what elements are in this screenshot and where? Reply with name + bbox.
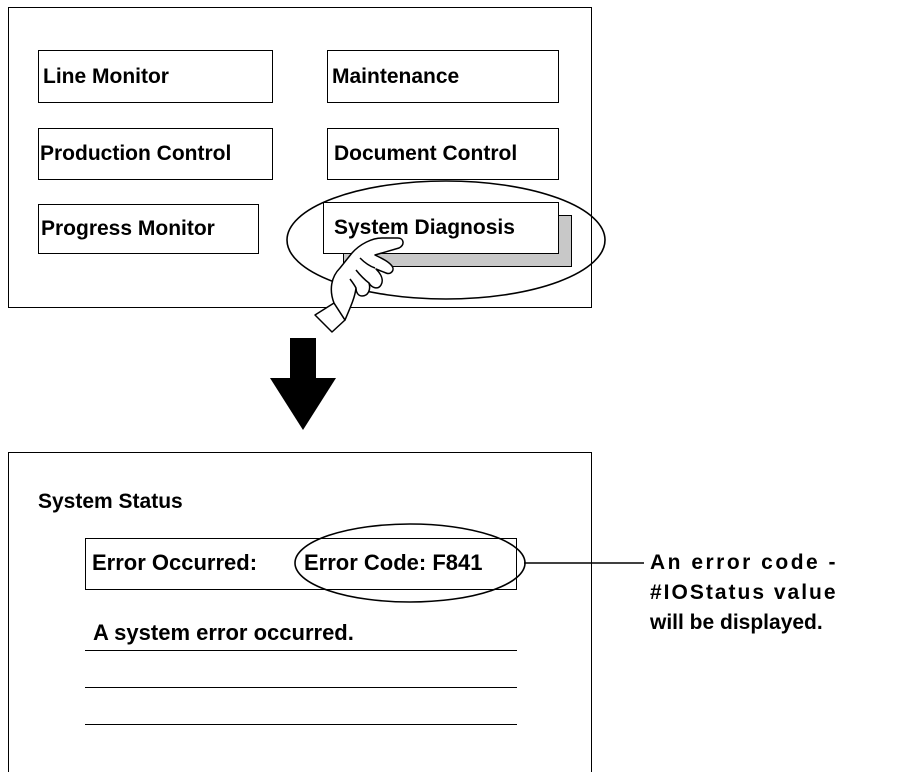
maintenance-button[interactable]: Maintenance bbox=[327, 50, 559, 103]
status-screen bbox=[8, 452, 592, 772]
down-arrow-icon bbox=[270, 338, 336, 430]
production-control-label: Production Control bbox=[40, 142, 232, 165]
document-control-label: Document Control bbox=[334, 142, 518, 165]
line-monitor-label: Line Monitor bbox=[43, 64, 169, 88]
callout-line: will be displayed. bbox=[650, 611, 823, 634]
system-diagnosis-label: System Diagnosis bbox=[334, 216, 515, 239]
message-line bbox=[85, 650, 517, 651]
production-control-button[interactable]: Production Control bbox=[38, 128, 273, 180]
system-diagnosis-button[interactable]: System Diagnosis bbox=[323, 202, 559, 254]
status-title: System Status bbox=[38, 490, 183, 513]
progress-monitor-button[interactable]: Progress Monitor bbox=[38, 204, 259, 254]
error-message: A system error occurred. bbox=[93, 620, 354, 645]
callout-line: An error code - bbox=[650, 551, 839, 574]
error-code-value: Error Code: F841 bbox=[304, 550, 483, 575]
message-line bbox=[85, 687, 517, 688]
callout-line: #IOStatus value bbox=[650, 581, 838, 604]
error-occurred-label: Error Occurred: bbox=[92, 550, 258, 575]
message-line bbox=[85, 724, 517, 725]
maintenance-label: Maintenance bbox=[332, 64, 460, 88]
callout-text: An error code - #IOStatus value will be … bbox=[650, 548, 838, 638]
progress-monitor-label: Progress Monitor bbox=[41, 217, 215, 240]
document-control-button[interactable]: Document Control bbox=[327, 128, 559, 180]
line-monitor-button[interactable]: Line Monitor bbox=[38, 50, 273, 103]
